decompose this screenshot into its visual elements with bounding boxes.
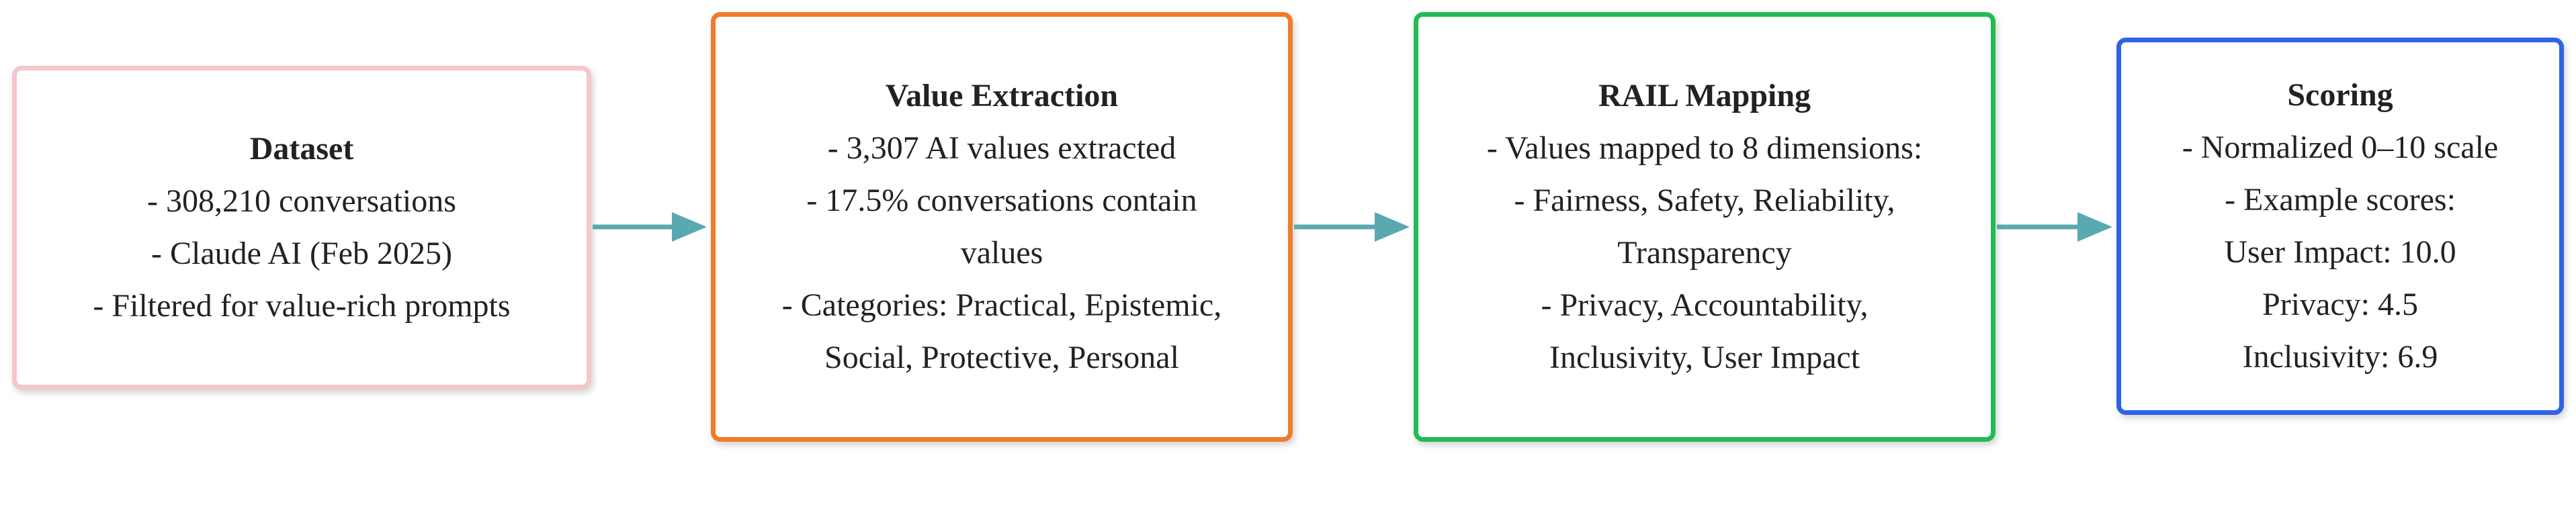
arrow-rail-to-scoring	[1997, 212, 2112, 242]
dataset-line-2: - Claude AI (Feb 2025)	[151, 236, 452, 271]
dataset-title: Dataset	[249, 131, 354, 167]
dataset-box: Dataset - 308,210 conversations - Claude…	[12, 66, 591, 389]
rail-mapping-line-1: - Values mapped to 8 dimensions:	[1486, 130, 1923, 166]
rail-mapping-box: RAIL Mapping - Values mapped to 8 dimens…	[1414, 12, 1995, 442]
scoring-line-3: User Impact: 10.0	[2224, 234, 2456, 270]
scoring-line-1: - Normalized 0–10 scale	[2182, 130, 2499, 165]
value-extraction-line-3: values	[960, 235, 1043, 271]
dataset-line-3: - Filtered for value-rich prompts	[93, 288, 511, 324]
rail-mapping-line-4: - Privacy, Accountability,	[1541, 287, 1869, 323]
arrow-dataset-to-extraction	[593, 212, 707, 242]
rail-mapping-line-5: Inclusivity, User Impact	[1549, 340, 1860, 375]
rail-mapping-title: RAIL Mapping	[1598, 78, 1811, 113]
value-extraction-title: Value Extraction	[885, 78, 1119, 113]
rail-mapping-line-3: Transparency	[1617, 235, 1792, 271]
scoring-title: Scoring	[2287, 77, 2393, 113]
dataset-line-1: - 308,210 conversations	[147, 183, 456, 219]
scoring-line-4: Privacy: 4.5	[2262, 287, 2418, 322]
scoring-line-5: Inclusivity: 6.9	[2242, 339, 2438, 375]
rail-mapping-line-2: - Fairness, Safety, Reliability,	[1514, 183, 1895, 218]
value-extraction-box: Value Extraction - 3,307 AI values extra…	[711, 12, 1293, 442]
value-extraction-line-2: - 17.5% conversations contain	[806, 183, 1197, 218]
value-extraction-line-5: Social, Protective, Personal	[824, 340, 1179, 375]
scoring-box: Scoring - Normalized 0–10 scale - Exampl…	[2116, 38, 2564, 415]
value-extraction-line-1: - 3,307 AI values extracted	[827, 130, 1176, 166]
scoring-line-2: - Example scores:	[2225, 182, 2456, 218]
arrow-extraction-to-rail	[1294, 212, 1410, 242]
value-extraction-line-4: - Categories: Practical, Epistemic,	[781, 287, 1222, 323]
